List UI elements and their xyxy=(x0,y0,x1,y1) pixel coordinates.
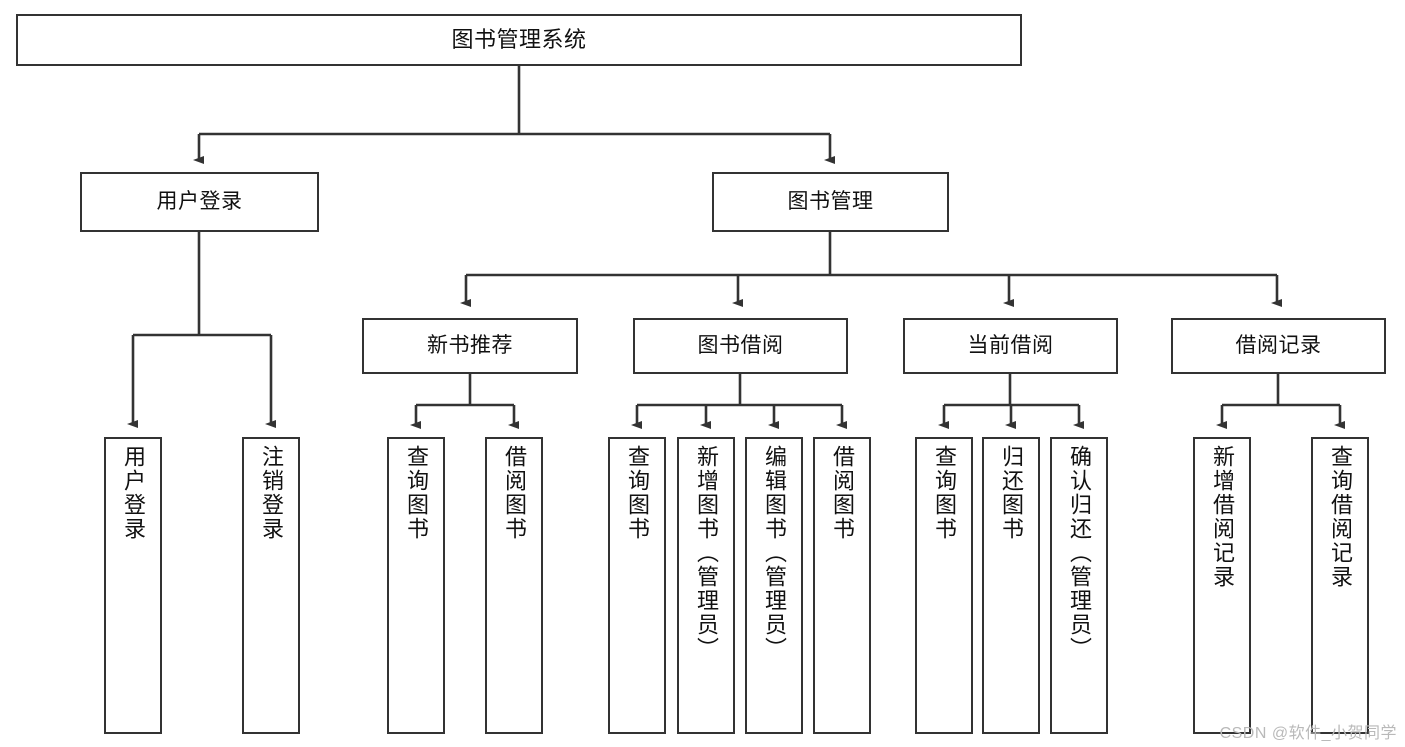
node-book-management[interactable]: 图书管理 xyxy=(712,172,949,232)
node-book-borrow[interactable]: 图书借阅 xyxy=(633,318,848,374)
node-label: 借阅图书 xyxy=(501,445,527,541)
node-label: 查询图书 xyxy=(624,445,650,541)
node-borrow-records[interactable]: 借阅记录 xyxy=(1171,318,1386,374)
leaf-current-confirm-return-admin[interactable]: 确认归还（管理员） xyxy=(1050,437,1108,734)
node-label: 查询图书 xyxy=(931,445,957,541)
leaf-current-return-book[interactable]: 归还图书 xyxy=(982,437,1040,734)
node-label: 借阅记录 xyxy=(1235,334,1322,358)
leaf-user-login[interactable]: 用户登录 xyxy=(104,437,162,734)
leaf-borrow-edit-book-admin[interactable]: 编辑图书（管理员） xyxy=(745,437,803,734)
node-label: 注销登录 xyxy=(258,445,284,541)
node-label: 新增图书（管理员） xyxy=(693,445,719,661)
leaf-recommend-query-book[interactable]: 查询图书 xyxy=(387,437,445,734)
node-label: 图书管理系统 xyxy=(451,26,587,52)
node-new-book-recommend[interactable]: 新书推荐 xyxy=(362,318,578,374)
leaf-current-query-book[interactable]: 查询图书 xyxy=(915,437,973,734)
csdn-watermark: CSDN @软件_小贺同学 xyxy=(1219,725,1397,742)
leaf-records-add-record[interactable]: 新增借阅记录 xyxy=(1193,437,1251,734)
node-label: 新增借阅记录 xyxy=(1209,445,1235,589)
node-label: 用户登录 xyxy=(120,445,146,541)
node-root-book-management-system[interactable]: 图书管理系统 xyxy=(16,14,1022,66)
leaf-recommend-borrow-book[interactable]: 借阅图书 xyxy=(485,437,543,734)
leaf-records-query-record[interactable]: 查询借阅记录 xyxy=(1311,437,1369,734)
node-label: 图书管理 xyxy=(787,190,874,214)
node-label: 查询图书 xyxy=(403,445,429,541)
node-label: 新书推荐 xyxy=(427,334,513,358)
node-label: 借阅图书 xyxy=(829,445,855,541)
node-label: 当前借阅 xyxy=(967,334,1054,358)
leaf-borrow-add-book-admin[interactable]: 新增图书（管理员） xyxy=(677,437,735,734)
leaf-user-logout[interactable]: 注销登录 xyxy=(242,437,300,734)
leaf-borrow-borrow-book[interactable]: 借阅图书 xyxy=(813,437,871,734)
node-user-login[interactable]: 用户登录 xyxy=(80,172,319,232)
node-label: 图书借阅 xyxy=(697,334,784,358)
node-label: 确认归还（管理员） xyxy=(1066,445,1092,661)
leaf-borrow-query-book[interactable]: 查询图书 xyxy=(608,437,666,734)
node-current-borrow[interactable]: 当前借阅 xyxy=(903,318,1118,374)
node-label: 用户登录 xyxy=(156,190,243,214)
node-label: 归还图书 xyxy=(998,445,1024,541)
node-label: 编辑图书（管理员） xyxy=(761,445,787,661)
node-label: 查询借阅记录 xyxy=(1327,445,1353,589)
